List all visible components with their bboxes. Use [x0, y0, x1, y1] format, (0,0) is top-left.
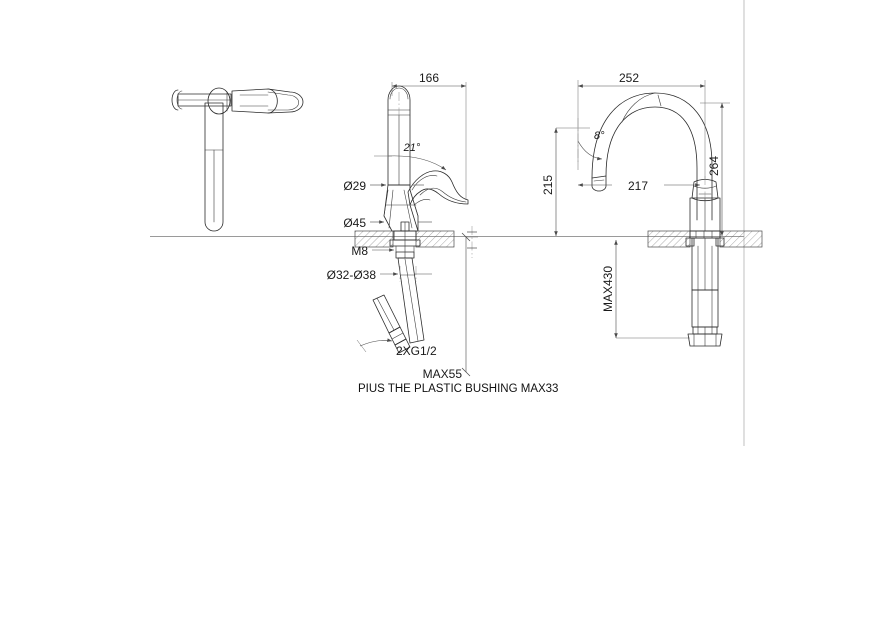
dimension-m8: M8	[351, 244, 394, 258]
dimension-8-deg: 8°	[577, 118, 605, 164]
dimension-2xg12-label: 2XG1/2	[396, 344, 437, 358]
countertop-slab-front	[354, 230, 455, 248]
dimension-215-label: 215	[541, 175, 555, 195]
dimension-max430: MAX430	[601, 240, 690, 339]
dimension-252-label: 252	[619, 71, 639, 85]
dimension-21-deg: 21°	[374, 142, 447, 171]
dimension-21-deg-label: 21°	[403, 142, 421, 154]
dimension-max55: MAX55	[423, 232, 478, 381]
dimension-166-label: 166	[419, 71, 439, 85]
countertop-thickness-ticks-front	[467, 226, 477, 258]
side-view-faucet	[591, 92, 763, 347]
dimension-dia-29-label: Ø29	[343, 179, 366, 193]
dimension-max430-label: MAX430	[601, 266, 615, 312]
countertop-slab-side	[647, 230, 763, 248]
centerlines	[398, 92, 706, 200]
dimension-215: 215	[541, 127, 590, 236]
dimension-166: 166	[391, 71, 467, 200]
dimension-252: 252	[577, 71, 706, 180]
dimension-dia-29: Ø29	[343, 179, 424, 193]
dimension-2xg12: 2XG1/2	[356, 338, 437, 358]
dimension-dia-32-38-label: Ø32-Ø38	[327, 268, 377, 282]
dimension-dia-45: Ø45	[343, 216, 432, 230]
dimension-217: 217	[578, 179, 700, 193]
dimension-264: 264	[700, 102, 730, 236]
front-view-faucet	[354, 85, 469, 354]
bushing-note: PIUS THE PLASTIC BUSHING MAX33	[358, 383, 558, 395]
dimension-8-deg-label: 8°	[594, 130, 605, 142]
hose-connector-detail	[372, 294, 411, 354]
dimension-dia-45-label: Ø45	[343, 216, 366, 230]
dimension-dia-32-38: Ø32-Ø38	[327, 266, 432, 282]
dimension-264-label: 264	[707, 156, 721, 176]
dimension-m8-label: M8	[351, 244, 368, 258]
dimension-217-label: 217	[628, 179, 648, 193]
top-view-handle	[171, 87, 304, 232]
dimension-max55-label: MAX55	[423, 367, 463, 381]
